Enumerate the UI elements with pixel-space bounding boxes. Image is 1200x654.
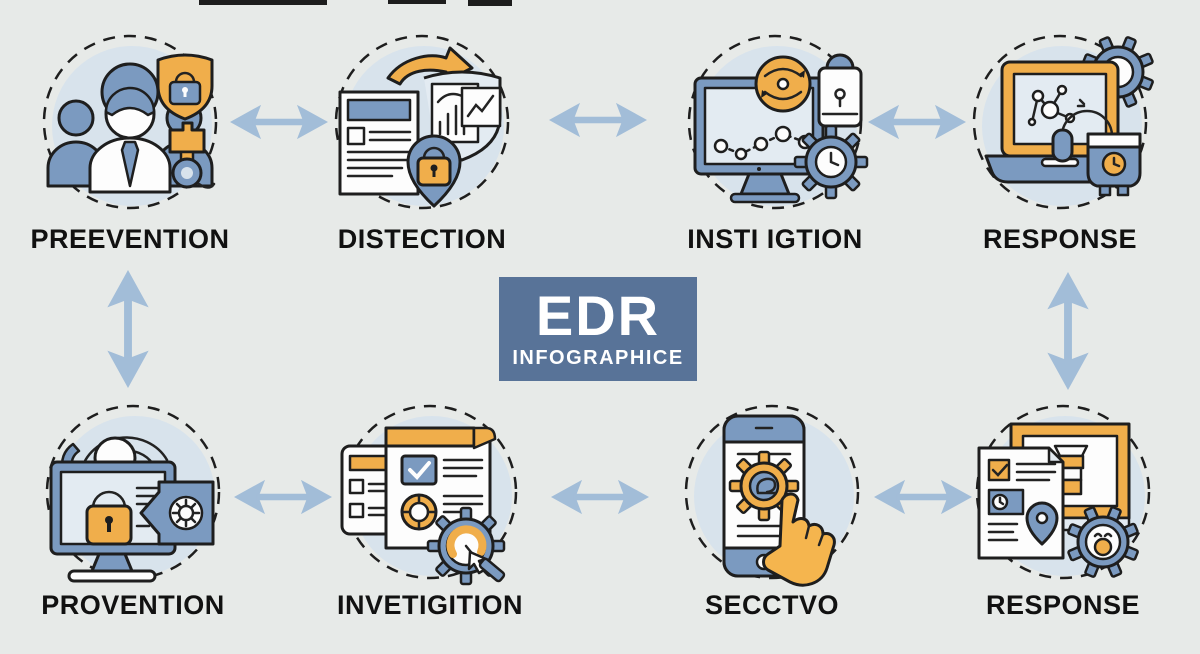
double-arrow-horizontal	[230, 99, 328, 145]
top-crop-artifact	[468, 0, 512, 6]
double-arrow-vertical	[1045, 272, 1091, 390]
step-label: RESPONSE	[982, 224, 1138, 254]
double-arrow-horizontal	[234, 474, 332, 520]
step-label: SECCTVO	[704, 590, 840, 620]
step-label: DISTECTION	[337, 224, 507, 254]
step-detection: DISTECTION	[312, 26, 532, 255]
step-label: RESPONSE	[985, 590, 1141, 620]
report-board-checklist-pin-gear-icon	[975, 404, 1151, 580]
step-investigation-bottom: INVETIGITION	[320, 396, 540, 621]
monitor-network-globe-gear-clock-icon	[687, 34, 869, 210]
step-response-top: RESPONSE	[950, 26, 1170, 255]
team-shield-key-icon	[42, 34, 218, 210]
edr-title-box: EDR INFOGRAPHICE	[499, 277, 697, 381]
double-arrow-vertical	[105, 270, 151, 388]
document-charts-lock-pin-icon	[334, 34, 510, 210]
checklist-checkbox-target-gear-gauge-icon	[340, 404, 518, 586]
laptop-network-headset-padlock-gear-icon	[972, 34, 1154, 210]
smartphone-gear-tap-hand-icon	[684, 404, 860, 587]
double-arrow-horizontal	[551, 474, 649, 520]
top-crop-artifact	[388, 0, 446, 4]
step-label: INSTI IGTION	[687, 224, 863, 254]
step-prevention-top: PREEVENTION	[20, 26, 240, 255]
step-secctvo: SECCTVO	[662, 396, 882, 621]
double-arrow-horizontal	[874, 474, 972, 520]
top-crop-artifact	[199, 0, 327, 5]
step-response-bottom: RESPONSE	[953, 396, 1173, 621]
double-arrow-horizontal	[868, 99, 966, 145]
step-label: INVETIGITION	[336, 590, 523, 620]
edr-title: EDR	[535, 283, 661, 347]
edr-subtitle: INFOGRAPHICE	[512, 346, 684, 369]
step-label: PROVENTION	[41, 590, 225, 620]
step-label: PREEVENTION	[30, 224, 230, 254]
monitor-padlock-cloud-shield-gear-icon	[45, 404, 221, 583]
double-arrow-horizontal	[549, 97, 647, 143]
step-investigation-top: INSTI IGTION	[665, 26, 885, 255]
step-prevention-bottom: PROVENTION	[23, 396, 243, 621]
